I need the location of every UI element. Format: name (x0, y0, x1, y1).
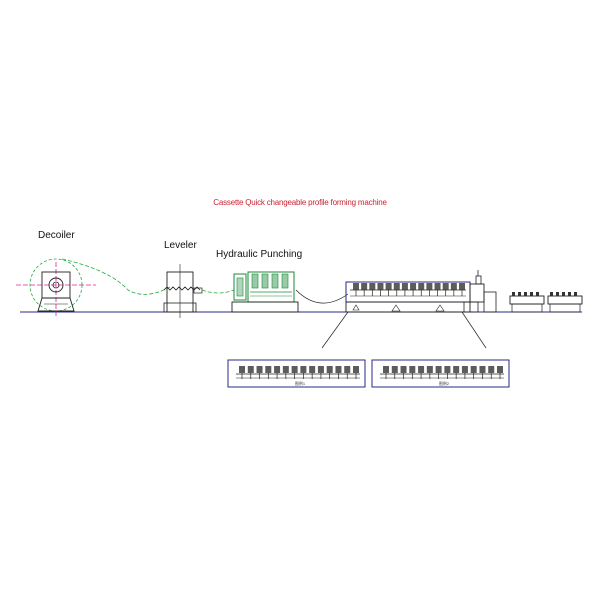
runout-roller (524, 292, 527, 296)
detail-view-1: 图例1 (227, 359, 366, 388)
detail2-roll-stand (391, 366, 398, 373)
main-roll-stand (393, 283, 400, 290)
detail-caption-1: 图例1 (295, 380, 306, 386)
cutting-unit (463, 270, 497, 313)
main-roll-stand (426, 283, 433, 290)
diagram-title: Cassette Quick changeable profile formin… (213, 198, 387, 207)
decoiler-shaft (52, 281, 60, 289)
runout-roller (562, 292, 565, 296)
leveler-machine (163, 264, 203, 318)
detail1-roll-stand (309, 366, 316, 373)
main-roll-stand (442, 283, 449, 290)
detail2-roll-stand (400, 366, 407, 373)
main-roll-stand (377, 283, 384, 290)
runout-roller (518, 292, 521, 296)
detail2-roll-stand (418, 366, 425, 373)
main-roll-stand (401, 283, 408, 290)
detail1-roll-stand (326, 366, 333, 373)
runout-roller (536, 292, 539, 296)
main-roll-stand (385, 283, 392, 290)
decoiler-hub (48, 277, 64, 293)
strip-path-2 (201, 289, 235, 294)
runout-roller (550, 292, 553, 296)
punch-base (231, 301, 299, 313)
label-hydraulic-punching: Hydraulic Punching (216, 249, 303, 260)
main-roll-stand (410, 283, 417, 290)
decoiler-machine (16, 258, 96, 318)
runout-table-2 (547, 292, 583, 313)
detail2-roll-stand (409, 366, 416, 373)
label-leveler: Leveler (164, 240, 197, 251)
runout-roller (530, 292, 533, 296)
main-roll-stand (459, 283, 465, 290)
leader-line-1 (321, 311, 349, 349)
runout-roller (512, 292, 515, 296)
detail1-roll-stand (282, 366, 289, 373)
detail1-roll-stand (247, 366, 254, 373)
detail1-roll-stand (344, 366, 351, 373)
detail2-roll-stand (461, 366, 468, 373)
detail1-roll-stand (274, 366, 281, 373)
detail-view-2: 图例2 (371, 359, 510, 388)
main-roll-stand (450, 283, 457, 290)
detail2-roll-stand (497, 366, 503, 373)
detail2-roll-stand (426, 366, 433, 373)
detail2-roll-stand (435, 366, 442, 373)
main-roll-stand (369, 283, 376, 290)
detail1-roll-stand (300, 366, 307, 373)
main-roll-stand (434, 283, 441, 290)
detail-frame-1 (227, 359, 366, 388)
detail1-roll-stand (256, 366, 263, 373)
detail1-roll-stand (353, 366, 359, 373)
runout-roller (574, 292, 577, 296)
main-roll-stand (361, 283, 368, 290)
detail1-roll-stand (265, 366, 272, 373)
label-decoiler: Decoiler (38, 230, 75, 241)
detail2-roll-stand (479, 366, 486, 373)
detail2-roll-stand (453, 366, 460, 373)
detail2-roll-stand (488, 366, 495, 373)
strip-path-3 (295, 289, 349, 304)
leader-line-2 (461, 311, 487, 349)
punch-feeder (233, 273, 247, 301)
main-roll-stand (418, 283, 425, 290)
runout-table-1 (509, 292, 545, 313)
detail1-roll-stand (317, 366, 324, 373)
main-roll-stand (353, 283, 359, 290)
hydraulic-punching-machine (231, 271, 299, 313)
roll-former-base (345, 301, 471, 313)
leveler-base (163, 302, 197, 313)
runout-roller (556, 292, 559, 296)
detail1-roll-stand (239, 366, 245, 373)
runout-roller (568, 292, 571, 296)
detail1-roll-stand (335, 366, 342, 373)
detail2-roll-stand (444, 366, 451, 373)
detail-caption-2: 图例2 (439, 380, 450, 386)
decoiler-base (37, 297, 75, 312)
strip-path-1 (61, 258, 171, 295)
detail-frame-2 (371, 359, 510, 388)
detail2-roll-stand (383, 366, 389, 373)
detail2-roll-stand (470, 366, 477, 373)
detail1-roll-stand (291, 366, 298, 373)
